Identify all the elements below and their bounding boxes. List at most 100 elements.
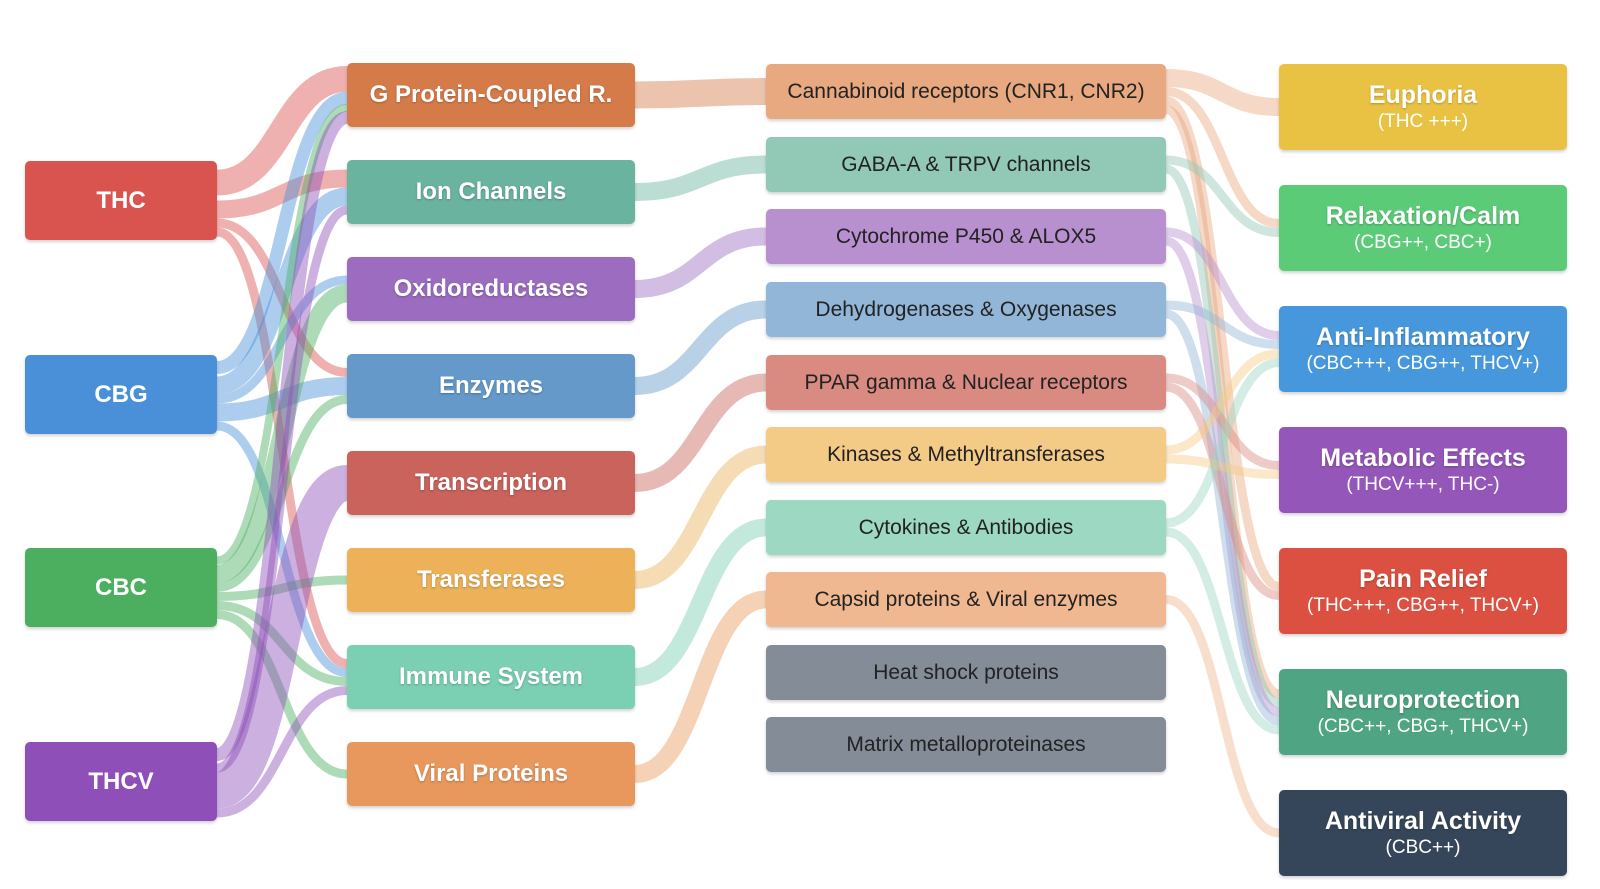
node-euphoria[interactable]: Euphoria(THC +++) [1279, 64, 1567, 150]
node-thc[interactable]: THC [25, 161, 217, 240]
link-cbc-gpcr [216, 103, 348, 565]
link-cbg-immune [216, 421, 348, 677]
node-gaba-trpv[interactable]: GABA-A & TRPV channels [766, 137, 1166, 192]
link-thc-gpcr [215, 66, 349, 196]
node-label: Dehydrogenases & Oxygenases [815, 297, 1117, 321]
link-cbg-gpcr [215, 91, 349, 374]
link-cyp-antiinflam [1165, 227, 1280, 340]
node-label: Cytokines & Antibodies [858, 515, 1074, 539]
link-gaba-relaxation [1165, 155, 1280, 237]
link-cannabinoid-relaxation [1165, 87, 1280, 228]
node-detail: (THC +++) [1377, 111, 1469, 132]
link-thcv-immune [216, 686, 348, 818]
link-dehydro-antiinflam [1165, 300, 1280, 349]
node-viral-proteins[interactable]: Viral Proteins [347, 742, 635, 806]
node-label: Antiviral Activity [1324, 807, 1522, 835]
node-label: PPAR gamma & Nuclear receptors [804, 370, 1128, 394]
link-cytokines-neuro [1165, 527, 1280, 735]
link-thc-ion [216, 169, 348, 219]
node-capsid-proteins[interactable]: Capsid proteins & Viral enzymes [766, 572, 1166, 627]
link-enzymes-dehydro [634, 300, 767, 395]
link-dehydro-neuro [1164, 309, 1281, 726]
link-viral-capsid [633, 590, 768, 783]
node-label: Kinases & Methyltransferases [827, 442, 1105, 466]
node-cbc[interactable]: CBC [25, 548, 217, 627]
node-transcription[interactable]: Transcription [347, 451, 635, 515]
node-label: Metabolic Effects [1320, 444, 1526, 472]
node-label: GABA-A & TRPV channels [841, 152, 1091, 176]
link-cbc-viral [216, 610, 348, 779]
node-detail: (CBC++, CBG+, THCV+) [1317, 716, 1529, 737]
node-label: Matrix metalloproteinases [846, 732, 1086, 756]
node-transferases[interactable]: Transferases [347, 548, 635, 612]
node-enzymes[interactable]: Enzymes [347, 354, 635, 418]
node-ion-channels[interactable]: Ion Channels [347, 160, 635, 224]
link-immune-cytokines [633, 518, 768, 686]
node-label: THCV [88, 767, 154, 795]
node-pain-relief[interactable]: Pain Relief(THC+++, CBG++, THCV+) [1279, 548, 1567, 634]
link-transferases-kinases [634, 445, 767, 589]
node-label: Immune System [398, 663, 584, 690]
link-kinases-antiinflam [1165, 349, 1280, 455]
node-label: CBC [95, 573, 147, 601]
link-kinases-metabolic [1165, 454, 1280, 479]
node-cannabinoid-receptors[interactable]: Cannabinoid receptors (CNR1, CNR2) [766, 64, 1166, 119]
link-thcv-ion [215, 205, 349, 773]
node-neuroprotection[interactable]: Neuroprotection(CBC++, CBG+, THCV+) [1279, 669, 1567, 755]
link-cbc-immune [216, 601, 348, 686]
node-label: Enzymes [438, 372, 544, 399]
link-thcv-gpcr [214, 111, 350, 761]
link-cbg-ion [215, 187, 349, 395]
node-label: Heat shock proteins [873, 660, 1059, 684]
node-ppar-gamma[interactable]: PPAR gamma & Nuclear receptors [766, 355, 1166, 410]
node-label: Euphoria [1368, 81, 1478, 109]
link-cbc-oxido [215, 284, 349, 583]
node-label: Cytochrome P450 & ALOX5 [835, 224, 1097, 248]
node-thcv[interactable]: THCV [25, 742, 217, 821]
node-detail: (THCV+++, THC-) [1346, 474, 1500, 495]
link-thc-enzymes [216, 218, 348, 377]
node-label: G Protein-Coupled R. [369, 81, 613, 108]
link-ppar-metabolic [1165, 373, 1280, 470]
link-capsid-antiviral [1165, 595, 1280, 838]
node-metabolic-effects[interactable]: Metabolic Effects(THCV+++, THC-) [1279, 427, 1567, 513]
node-label: Pain Relief [1359, 565, 1487, 593]
node-cytochrome-p450[interactable]: Cytochrome P450 & ALOX5 [766, 209, 1166, 264]
link-gaba-neuro [1164, 164, 1281, 708]
link-cbg-enzymes [216, 377, 348, 422]
node-cbg[interactable]: CBG [25, 355, 217, 434]
link-cbg-oxido [216, 275, 348, 404]
node-detail: (CBC+++, CBG++, THCV+) [1306, 353, 1540, 374]
node-label: CBG [94, 380, 148, 408]
node-label: Capsid proteins & Viral enzymes [814, 587, 1118, 611]
link-thc-immune [215, 227, 349, 668]
node-label: Viral Proteins [413, 760, 569, 787]
node-detail: (CBG++, CBC+) [1354, 232, 1492, 253]
node-antiviral-activity[interactable]: Antiviral Activity(CBC++) [1279, 790, 1567, 876]
link-gpcr-cannabinoid [634, 78, 767, 109]
node-label: Neuroprotection [1325, 686, 1521, 714]
node-kinases[interactable]: Kinases & Methyltransferases [766, 427, 1166, 482]
node-label: Transferases [416, 566, 566, 593]
node-immune-system[interactable]: Immune System [347, 645, 635, 709]
node-label: THC [96, 186, 146, 214]
node-label: Transcription [414, 469, 568, 496]
node-gpcr[interactable]: G Protein-Coupled R. [347, 63, 635, 127]
link-cbc-enzymes [216, 395, 348, 592]
link-cbc-transferases [216, 575, 348, 601]
node-anti-inflammatory[interactable]: Anti-Inflammatory(CBC+++, CBG++, THCV+) [1279, 306, 1567, 392]
node-cytokines[interactable]: Cytokines & Antibodies [766, 500, 1166, 555]
link-thcv-transcription [213, 465, 351, 809]
node-detail: (THC+++, CBG++, THCV+) [1307, 595, 1539, 616]
node-label: Ion Channels [415, 178, 567, 205]
node-heat-shock-proteins[interactable]: Heat shock proteins [766, 645, 1166, 700]
node-relaxation-calm[interactable]: Relaxation/Calm(CBG++, CBC+) [1279, 185, 1567, 271]
link-cannabinoid-euphoria [1165, 69, 1280, 116]
node-oxidoreductases[interactable]: Oxidoreductases [347, 257, 635, 321]
node-label: Relaxation/Calm [1325, 202, 1521, 230]
node-matrix-metalloproteinases[interactable]: Matrix metalloproteinases [766, 717, 1166, 772]
node-dehydrogenases[interactable]: Dehydrogenases & Oxygenases [766, 282, 1166, 337]
link-ion-gaba [634, 155, 767, 201]
